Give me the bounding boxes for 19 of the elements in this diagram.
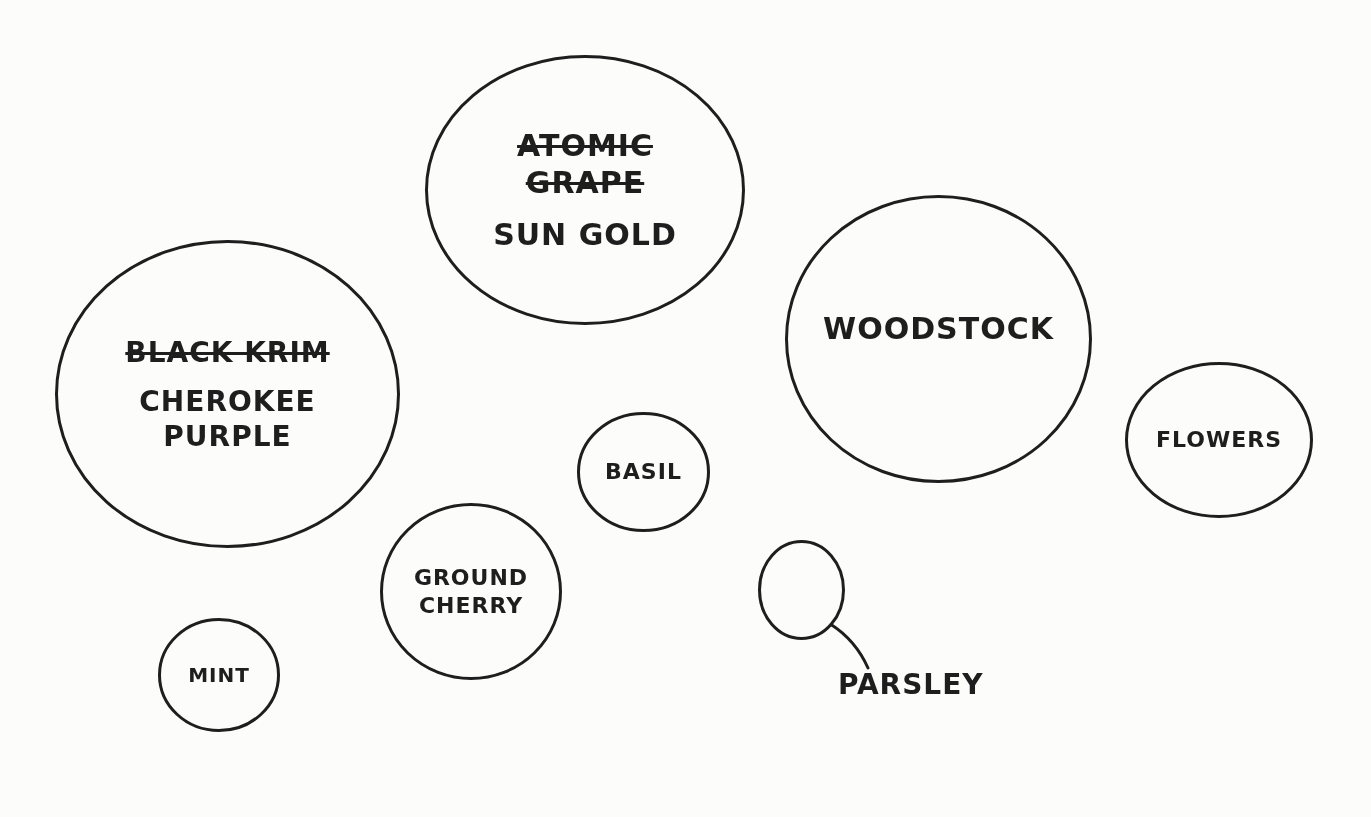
leader-line: [829, 623, 870, 670]
plant-name: FLOWERS: [1155, 426, 1282, 454]
planting-circle: [158, 618, 280, 732]
plant-name: GROUND CHERRY: [413, 564, 529, 619]
planting-circle: [425, 55, 745, 325]
crossed-out-plant-name: ATOMIC GRAPE: [517, 126, 653, 202]
planting-circle: [785, 195, 1092, 483]
planting-circle: [1125, 362, 1313, 518]
planting-circle: [380, 503, 562, 680]
planting-circle: [758, 540, 845, 640]
planting-circle: [55, 240, 400, 548]
plant-name: CHEROKEE PURPLE: [139, 383, 316, 454]
plant-name: BASIL: [605, 458, 682, 486]
plant-name: SUN GOLD: [493, 215, 677, 254]
plant-name: PARSLEY: [838, 668, 984, 702]
planting-circle: [577, 412, 710, 532]
plant-name: WOODSTOCK: [823, 310, 1054, 348]
plant-name: MINT: [188, 662, 250, 688]
crossed-out-plant-name: BLACK KRIM: [125, 334, 330, 370]
